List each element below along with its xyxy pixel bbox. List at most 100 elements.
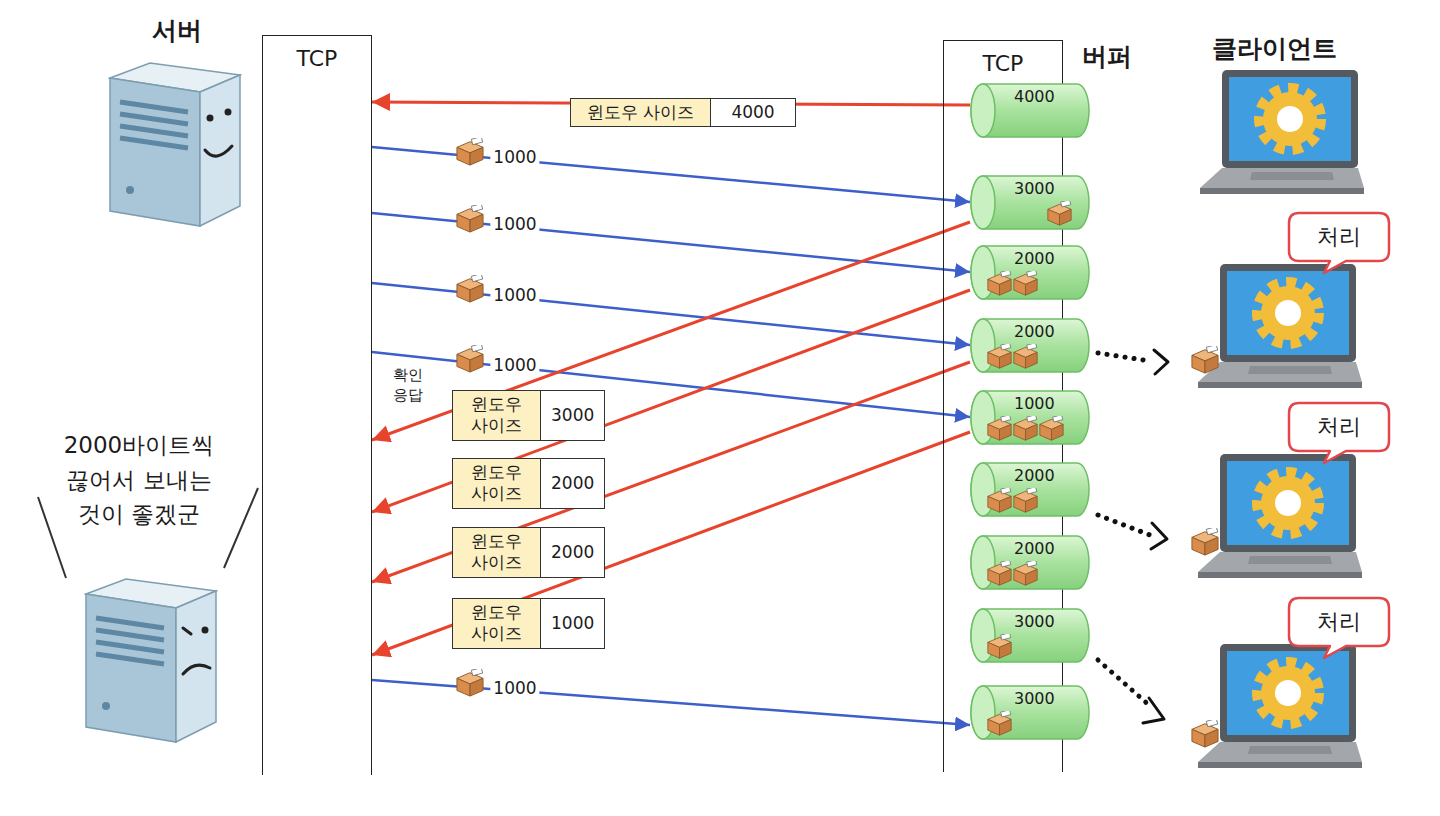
server-thought: 2000바이트씩 끊어서 보내는 것이 좋겠군 <box>50 428 228 532</box>
client-caption-text: 클라이언트 <box>1212 34 1337 64</box>
free-space-value: 2000 <box>1014 466 1078 485</box>
buffer-caption: 버퍼 <box>1082 42 1132 72</box>
ack-caption: 확인 응답 <box>393 366 429 405</box>
cylinder-body <box>971 391 1089 444</box>
window-size-value: 1000 <box>541 599 604 648</box>
window-size-box: 윈도우 사이즈1000 <box>452 598 605 649</box>
ack-window-arrow <box>372 290 970 512</box>
cylinder-body <box>971 536 1089 589</box>
ack-window-arrow <box>372 222 970 440</box>
cylinder-body <box>971 609 1089 662</box>
receive-buffer: 3000 <box>970 175 1090 230</box>
window-size-name: 윈도우 사이즈 <box>453 528 541 577</box>
receive-buffer: 2000 <box>970 318 1090 373</box>
cylinder-body <box>971 84 1089 137</box>
delivered-packet <box>1192 527 1218 555</box>
window-size-box: 윈도우 사이즈4000 <box>570 98 796 127</box>
window-size-name: 윈도우 사이즈 <box>453 599 541 648</box>
receive-buffer: 2000 <box>970 535 1090 590</box>
buffered-packet <box>1014 343 1037 368</box>
segment-size-label: 1000 <box>490 215 539 235</box>
cylinder-face <box>971 176 995 229</box>
cylinder-body <box>971 246 1089 299</box>
process-bubble: 처리 <box>1288 402 1390 464</box>
client-laptop <box>1200 70 1364 194</box>
bubble-outline <box>1289 598 1389 658</box>
segment-size-text: 1000 <box>490 148 539 168</box>
segment-packet <box>457 204 483 232</box>
window-size-value: 2000 <box>541 459 604 508</box>
window-size-value: 2000 <box>541 528 604 577</box>
cylinder-body <box>971 176 1089 229</box>
segment-size-text: 1000 <box>490 286 539 306</box>
segment-packet <box>457 668 483 696</box>
server-caption: 서버 <box>152 16 202 46</box>
cylinder-body <box>971 319 1089 372</box>
segment-size-text: 1000 <box>490 356 539 376</box>
free-space-value: 3000 <box>1014 689 1078 708</box>
free-space-value: 4000 <box>1014 87 1078 106</box>
free-space-value: 3000 <box>1014 612 1078 631</box>
segment-size-text: 1000 <box>490 679 539 699</box>
segment-size-label: 1000 <box>490 679 539 699</box>
server-icon <box>86 579 216 742</box>
buffered-packet <box>988 710 1011 735</box>
buffered-packet <box>1040 415 1063 440</box>
free-space-value: 2000 <box>1014 249 1078 268</box>
delivered-packet <box>1192 719 1218 747</box>
window-size-box: 윈도우 사이즈2000 <box>452 527 605 578</box>
segment-size-label: 1000 <box>490 148 539 168</box>
buffered-packet <box>1014 487 1037 512</box>
segment-size-label: 1000 <box>490 356 539 376</box>
buffered-packet <box>988 560 1011 585</box>
bubble-outline <box>1289 213 1389 273</box>
window-size-value: 3000 <box>541 391 604 440</box>
window-size-name: 윈도우 사이즈 <box>453 459 541 508</box>
cylinder-body <box>971 686 1089 739</box>
process-bubble: 처리 <box>1288 597 1390 659</box>
buffered-packet <box>1014 560 1037 585</box>
segment-size-text: 1000 <box>490 215 539 235</box>
window-size-box: 윈도우 사이즈3000 <box>452 390 605 441</box>
receive-buffer: 2000 <box>970 462 1090 517</box>
free-space-value: 3000 <box>1014 179 1078 198</box>
client-laptop <box>1198 264 1362 388</box>
window-size-name: 윈도우 사이즈 <box>571 99 711 126</box>
free-space-value: 1000 <box>1014 394 1078 413</box>
free-space-value: 2000 <box>1014 322 1078 341</box>
buffered-packet <box>1014 415 1037 440</box>
ack-caption-text: 확인 응답 <box>393 366 429 405</box>
process-label: 처리 <box>1288 597 1390 647</box>
tcp-layer-column: TCP <box>262 35 372 775</box>
ack-window-arrow <box>372 432 970 655</box>
layer-name: TCP <box>263 36 371 71</box>
ack-window-arrow <box>372 362 970 582</box>
connector-group <box>372 102 970 725</box>
free-space-value: 2000 <box>1014 539 1078 558</box>
cylinder-face <box>971 84 995 137</box>
cylinder-body <box>971 463 1089 516</box>
buffered-packet <box>988 343 1011 368</box>
process-bubble: 처리 <box>1288 212 1390 274</box>
segment-packet <box>457 344 483 372</box>
buffered-packet <box>988 633 1011 658</box>
bubble-outline <box>1289 403 1389 463</box>
read-by-app-arrows <box>1098 350 1168 723</box>
process-label: 처리 <box>1288 212 1390 262</box>
buffered-packet <box>988 415 1011 440</box>
window-size-name: 윈도우 사이즈 <box>453 391 541 440</box>
receive-buffer: 3000 <box>970 685 1090 740</box>
sad-face <box>183 627 210 675</box>
happy-face <box>205 109 232 157</box>
buffered-packet <box>988 487 1011 512</box>
client-laptop <box>1198 454 1362 578</box>
server-caption-text: 서버 <box>152 16 202 46</box>
receive-buffer: 2000 <box>970 245 1090 300</box>
segment-packet <box>457 274 483 302</box>
buffered-packet <box>988 270 1011 295</box>
receive-buffer: 3000 <box>970 608 1090 663</box>
delivered-packet <box>1192 345 1218 373</box>
process-label: 처리 <box>1288 402 1390 452</box>
receive-buffer: 4000 <box>970 83 1090 138</box>
